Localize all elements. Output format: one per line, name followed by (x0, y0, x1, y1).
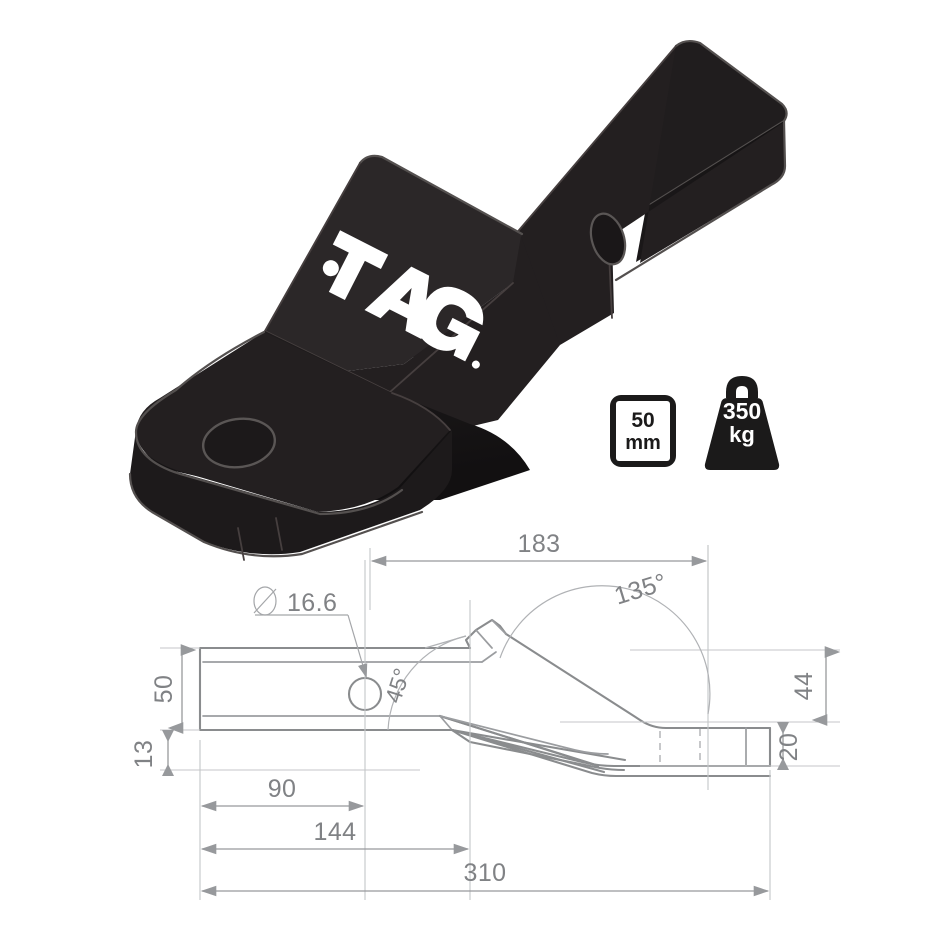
dim-44: 44 (790, 646, 841, 726)
dim-183-label: 183 (518, 530, 561, 558)
ball-mount-hole (201, 417, 277, 469)
dim-13: 13 (130, 730, 174, 776)
dim-20-label: 20 (775, 733, 803, 762)
dim-90-label: 90 (268, 775, 297, 803)
tag-logo (322, 230, 484, 369)
dim-144-label: 144 (314, 818, 357, 846)
dim-13-label: 13 (130, 740, 158, 769)
ball-size-value: 50 (631, 408, 655, 432)
dim-hole-label: 16.6 (287, 589, 337, 617)
dim-hole-diameter: 16.6 (253, 586, 368, 679)
diameter-symbol-icon (253, 586, 277, 616)
ball-size-unit: mm (625, 431, 661, 454)
dim-44-label: 44 (790, 672, 818, 701)
centerlines (160, 545, 840, 900)
dim-50: 50 (150, 644, 197, 734)
dim-310: 310 (200, 859, 770, 897)
ball-size-badge: 50 mm (610, 395, 676, 467)
dim-310-label: 310 (464, 859, 507, 887)
bend-and-tongue-profile (438, 618, 772, 778)
weight-icon (704, 376, 780, 470)
dim-135: 135° (499, 568, 711, 715)
dim-183: 183 (369, 530, 709, 610)
shank-profile (198, 646, 483, 732)
ball-pad-edge (128, 430, 452, 561)
dim-90: 90 (200, 775, 365, 812)
dim-20: 20 (775, 722, 803, 770)
pin-hole-ellipse (589, 212, 627, 266)
dim-144: 144 (200, 818, 470, 855)
dim-50-label: 50 (150, 675, 178, 704)
